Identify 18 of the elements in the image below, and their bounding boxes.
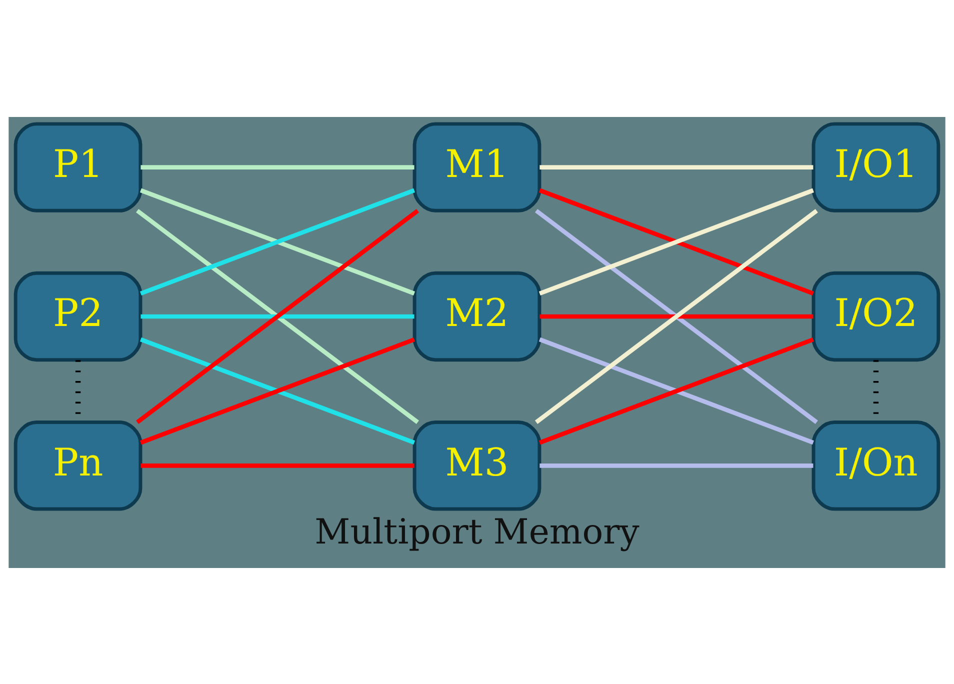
node-box: M3 xyxy=(412,420,542,510)
node-box: P1 xyxy=(14,122,142,212)
connector xyxy=(540,314,814,318)
connector xyxy=(140,336,416,444)
connector xyxy=(540,463,814,468)
node-box: I/O2 xyxy=(812,270,940,362)
node-box: M1 xyxy=(412,122,542,212)
node-box: I/On xyxy=(812,420,940,510)
node-box: I/O1 xyxy=(812,122,940,212)
node-box: P2 xyxy=(14,270,142,362)
connector xyxy=(140,463,414,468)
connector xyxy=(540,164,814,169)
node-box: M2 xyxy=(412,270,542,362)
caption: Multiport Memory xyxy=(314,512,640,552)
connector xyxy=(140,314,414,318)
node-box: Pn xyxy=(14,420,142,510)
connector xyxy=(140,164,414,169)
connector xyxy=(538,336,814,444)
